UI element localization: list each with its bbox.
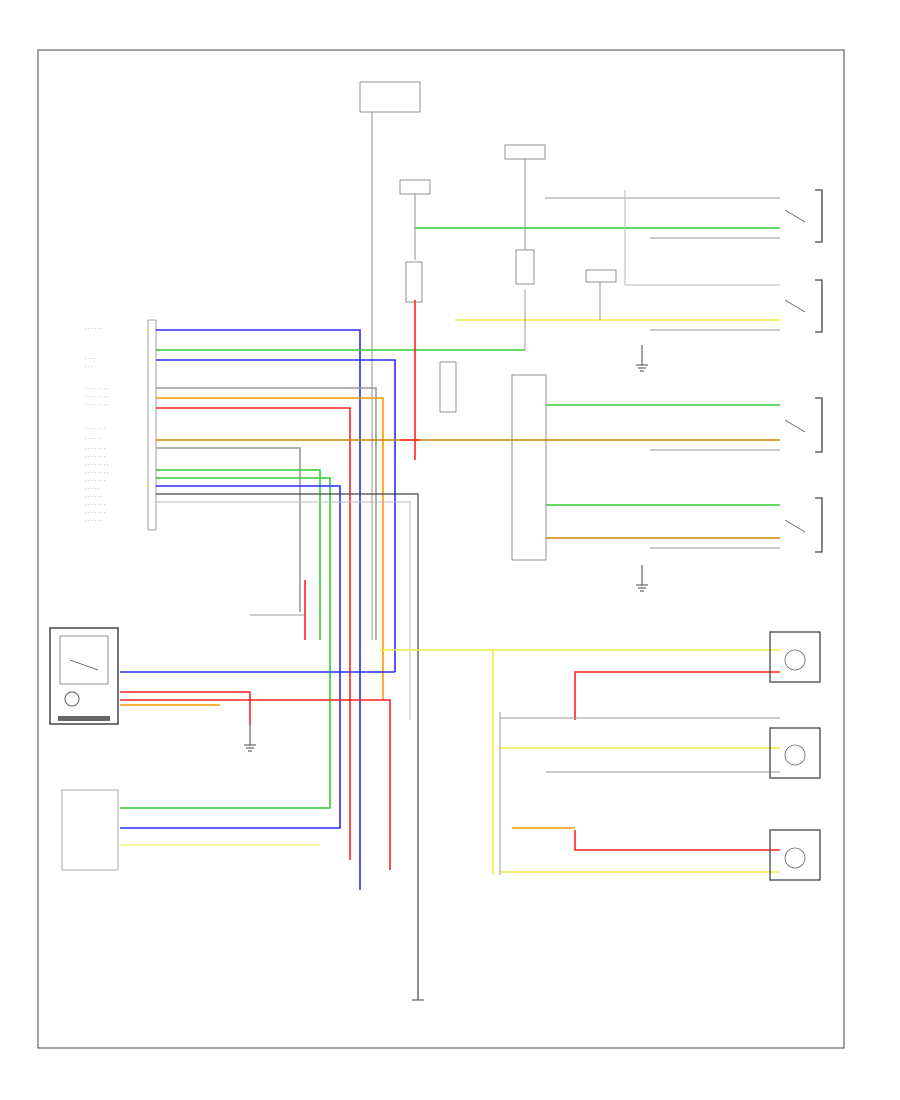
door-lock-switch-box	[49, 627, 119, 725]
main-module: · · · · · · · · · · · · · · · · · · · · …	[85, 319, 157, 531]
svg-text:· · · · ·: · · · · ·	[85, 486, 99, 492]
svg-text:· · · · · ·: · · · · · ·	[85, 436, 102, 442]
svg-text:· · · · · ·: · · · · · ·	[85, 494, 102, 500]
right-actuators	[769, 189, 823, 881]
svg-text:· · · · · · · ·: · · · · · · · ·	[85, 462, 108, 468]
svg-text:· · · · · · · ·: · · · · · · · ·	[85, 386, 108, 392]
top-fuse-block	[359, 81, 421, 640]
svg-text:· · · · · · · ·: · · · · · · · ·	[85, 470, 108, 476]
svg-text:· · · · · · ·: · · · · · · ·	[85, 478, 105, 484]
svg-text:· · ·: · · ·	[85, 364, 93, 370]
keyless-receiver	[61, 789, 119, 871]
fuse-box-center	[399, 144, 617, 561]
actuator-switch-symbols	[784, 209, 806, 869]
svg-text:· · · · · · · ·: · · · · · · · ·	[85, 402, 108, 408]
svg-text:· · · · · ·: · · · · · ·	[85, 518, 102, 524]
wires	[120, 190, 780, 1000]
svg-text:· · · · · · ·: · · · · · · ·	[85, 510, 105, 516]
svg-text:· · · · · · ·: · · · · · · ·	[85, 454, 105, 460]
svg-text:· · · · · · ·: · · · · · · ·	[85, 426, 105, 432]
svg-text:· · · ·: · · · ·	[85, 356, 96, 362]
ground-symbols	[244, 345, 648, 1001]
svg-text:· · · · · · · ·: · · · · · · · ·	[85, 394, 108, 400]
svg-text:· · · · · ·: · · · · · ·	[85, 326, 102, 332]
svg-text:· · · · · · ·: · · · · · · ·	[85, 446, 105, 452]
svg-text:· · · · · · ·: · · · · · · ·	[85, 502, 105, 508]
diagram-frame	[37, 49, 845, 1049]
